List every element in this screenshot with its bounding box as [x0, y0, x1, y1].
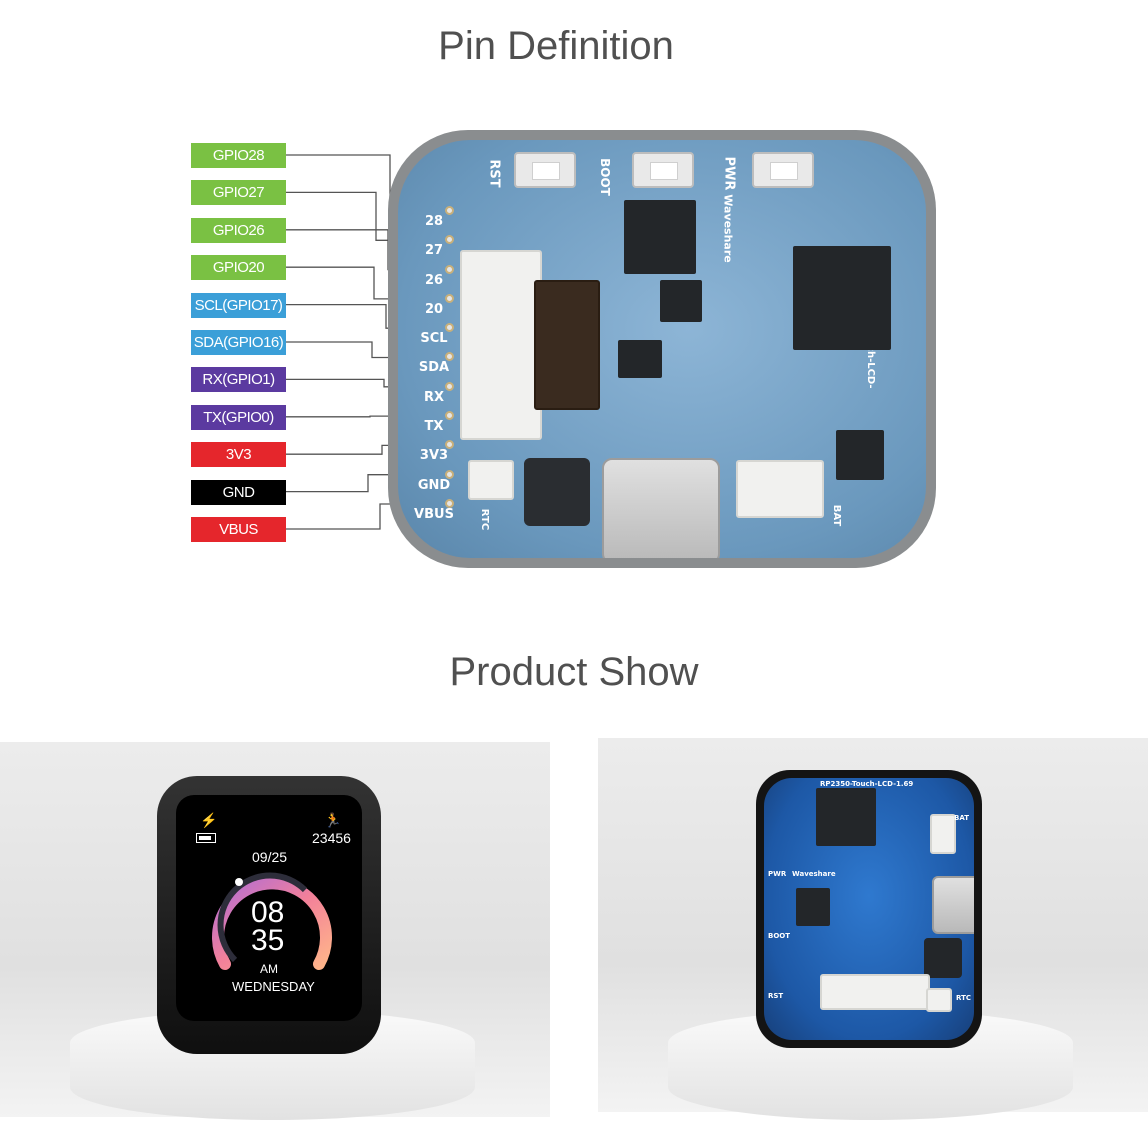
- pad-hole: [445, 381, 454, 391]
- watch-weekday: WEDNESDAY: [232, 979, 315, 994]
- pad-hole: [445, 235, 454, 245]
- rst-button: [514, 152, 576, 188]
- rp2350-chip: [793, 246, 891, 350]
- header-pad: SCL: [414, 319, 456, 348]
- pad-hole: [445, 293, 454, 303]
- time-ring: [212, 872, 332, 970]
- pmic-chip: [660, 280, 702, 322]
- pad-hole: [445, 469, 454, 479]
- imu-chip: [618, 340, 662, 378]
- pin-label: GND: [191, 479, 286, 505]
- rst-silk-back: RST: [768, 992, 784, 1000]
- battery-connector-back: [930, 814, 956, 854]
- runner-icon: 🏃: [324, 812, 342, 828]
- pad-hole: [445, 440, 454, 450]
- lcd-flex-cable: [534, 280, 600, 410]
- pin-label: 3V3: [191, 442, 286, 468]
- header-pad: TX: [414, 407, 456, 436]
- imu-chip-back: [796, 888, 830, 926]
- fpc-connector: [460, 250, 542, 440]
- watch-date: 09/25: [252, 849, 288, 865]
- boot-silk-back: BOOT: [768, 932, 791, 940]
- pwr-button: [752, 152, 814, 188]
- header-pad: RX: [414, 378, 456, 407]
- pad-hole: [445, 498, 454, 508]
- rst-silk: RST: [486, 159, 502, 188]
- lightning-icon: ⚡: [200, 812, 218, 828]
- header-pad: SDA: [414, 348, 456, 377]
- pin-label: SDA(GPIO16): [191, 330, 286, 355]
- pin-label: GPIO28: [191, 143, 286, 168]
- pad-label: 20: [424, 301, 444, 317]
- bat-silk-back: BAT: [954, 814, 969, 822]
- flash-chip: [624, 200, 696, 274]
- usb-c-port: [602, 458, 720, 558]
- header-pad: 3V3: [414, 436, 456, 465]
- board-back-pcb: RP2350-Touch-LCD-1.69 PWR Waveshare BOOT…: [764, 778, 974, 1040]
- model-silk-back: RP2350-Touch-LCD-1.69: [820, 780, 914, 788]
- buzzer-back: [924, 938, 962, 978]
- pad-label: 3V3: [419, 448, 449, 464]
- pad-hole: [445, 352, 454, 362]
- header-pad: VBUS: [414, 495, 456, 524]
- watch-screen: [176, 795, 362, 1021]
- usb-c-back: [932, 876, 974, 934]
- header-pad: 20: [414, 290, 456, 319]
- pin-label: SCL(GPIO17): [191, 292, 286, 318]
- rtc-chip: [836, 430, 884, 480]
- rtc-connector: [468, 460, 514, 500]
- brand-silk: Waveshare: [721, 194, 735, 263]
- pin-label: GPIO27: [191, 180, 286, 206]
- watch-hour: 08: [251, 896, 285, 929]
- rtc-connector-back: [926, 988, 952, 1012]
- pin-label: RX(GPIO1): [191, 367, 286, 393]
- pin-label: TX(GPIO0): [191, 404, 286, 430]
- pwr-silk: PWR: [721, 156, 737, 191]
- battery-connector: [736, 460, 824, 518]
- pin-label: VBUS: [191, 517, 286, 542]
- watch-ampm: AM: [260, 962, 278, 976]
- pwr-silk-back: PWR: [768, 870, 787, 878]
- buzzer: [524, 458, 590, 526]
- pad-label: SCL: [420, 331, 448, 347]
- pad-hole: [445, 264, 454, 274]
- pad-label: VBUS: [414, 506, 454, 522]
- brand-silk-back: Waveshare: [792, 870, 836, 878]
- pad-label: 28: [424, 214, 444, 229]
- pad-label: 27: [424, 243, 444, 259]
- header-pad: GND: [414, 466, 456, 495]
- pad-label: RX: [423, 389, 445, 405]
- boot-button: [632, 152, 694, 188]
- pin-label: GPIO26: [191, 217, 286, 243]
- pin-label: GPIO20: [191, 255, 286, 281]
- pad-label: GND: [417, 477, 451, 493]
- pad-label: SDA: [418, 360, 450, 376]
- rtc-silk: RTC: [479, 508, 491, 531]
- header-pad: 26: [414, 261, 456, 290]
- battery-icon: [196, 833, 216, 843]
- header-pad: 27: [414, 231, 456, 260]
- pad-label: TX: [424, 419, 444, 435]
- boot-silk: BOOT: [597, 158, 612, 196]
- pad-hole: [445, 206, 454, 215]
- rp2350-chip-back: [816, 788, 876, 846]
- pad-hole: [445, 411, 454, 421]
- pad-hole: [445, 323, 454, 333]
- fpc-connector-back: [820, 974, 930, 1010]
- rtc-silk-back: RTC: [956, 994, 971, 1002]
- watch-minute: 35: [251, 924, 285, 957]
- pin-definition-heading: Pin Definition: [438, 24, 674, 68]
- pad-label: 26: [424, 272, 444, 288]
- step-count: 23456: [312, 830, 351, 846]
- product-show-heading: Product Show: [449, 650, 699, 694]
- header-pad: 28: [414, 202, 456, 231]
- bat-silk: BAT: [831, 504, 843, 527]
